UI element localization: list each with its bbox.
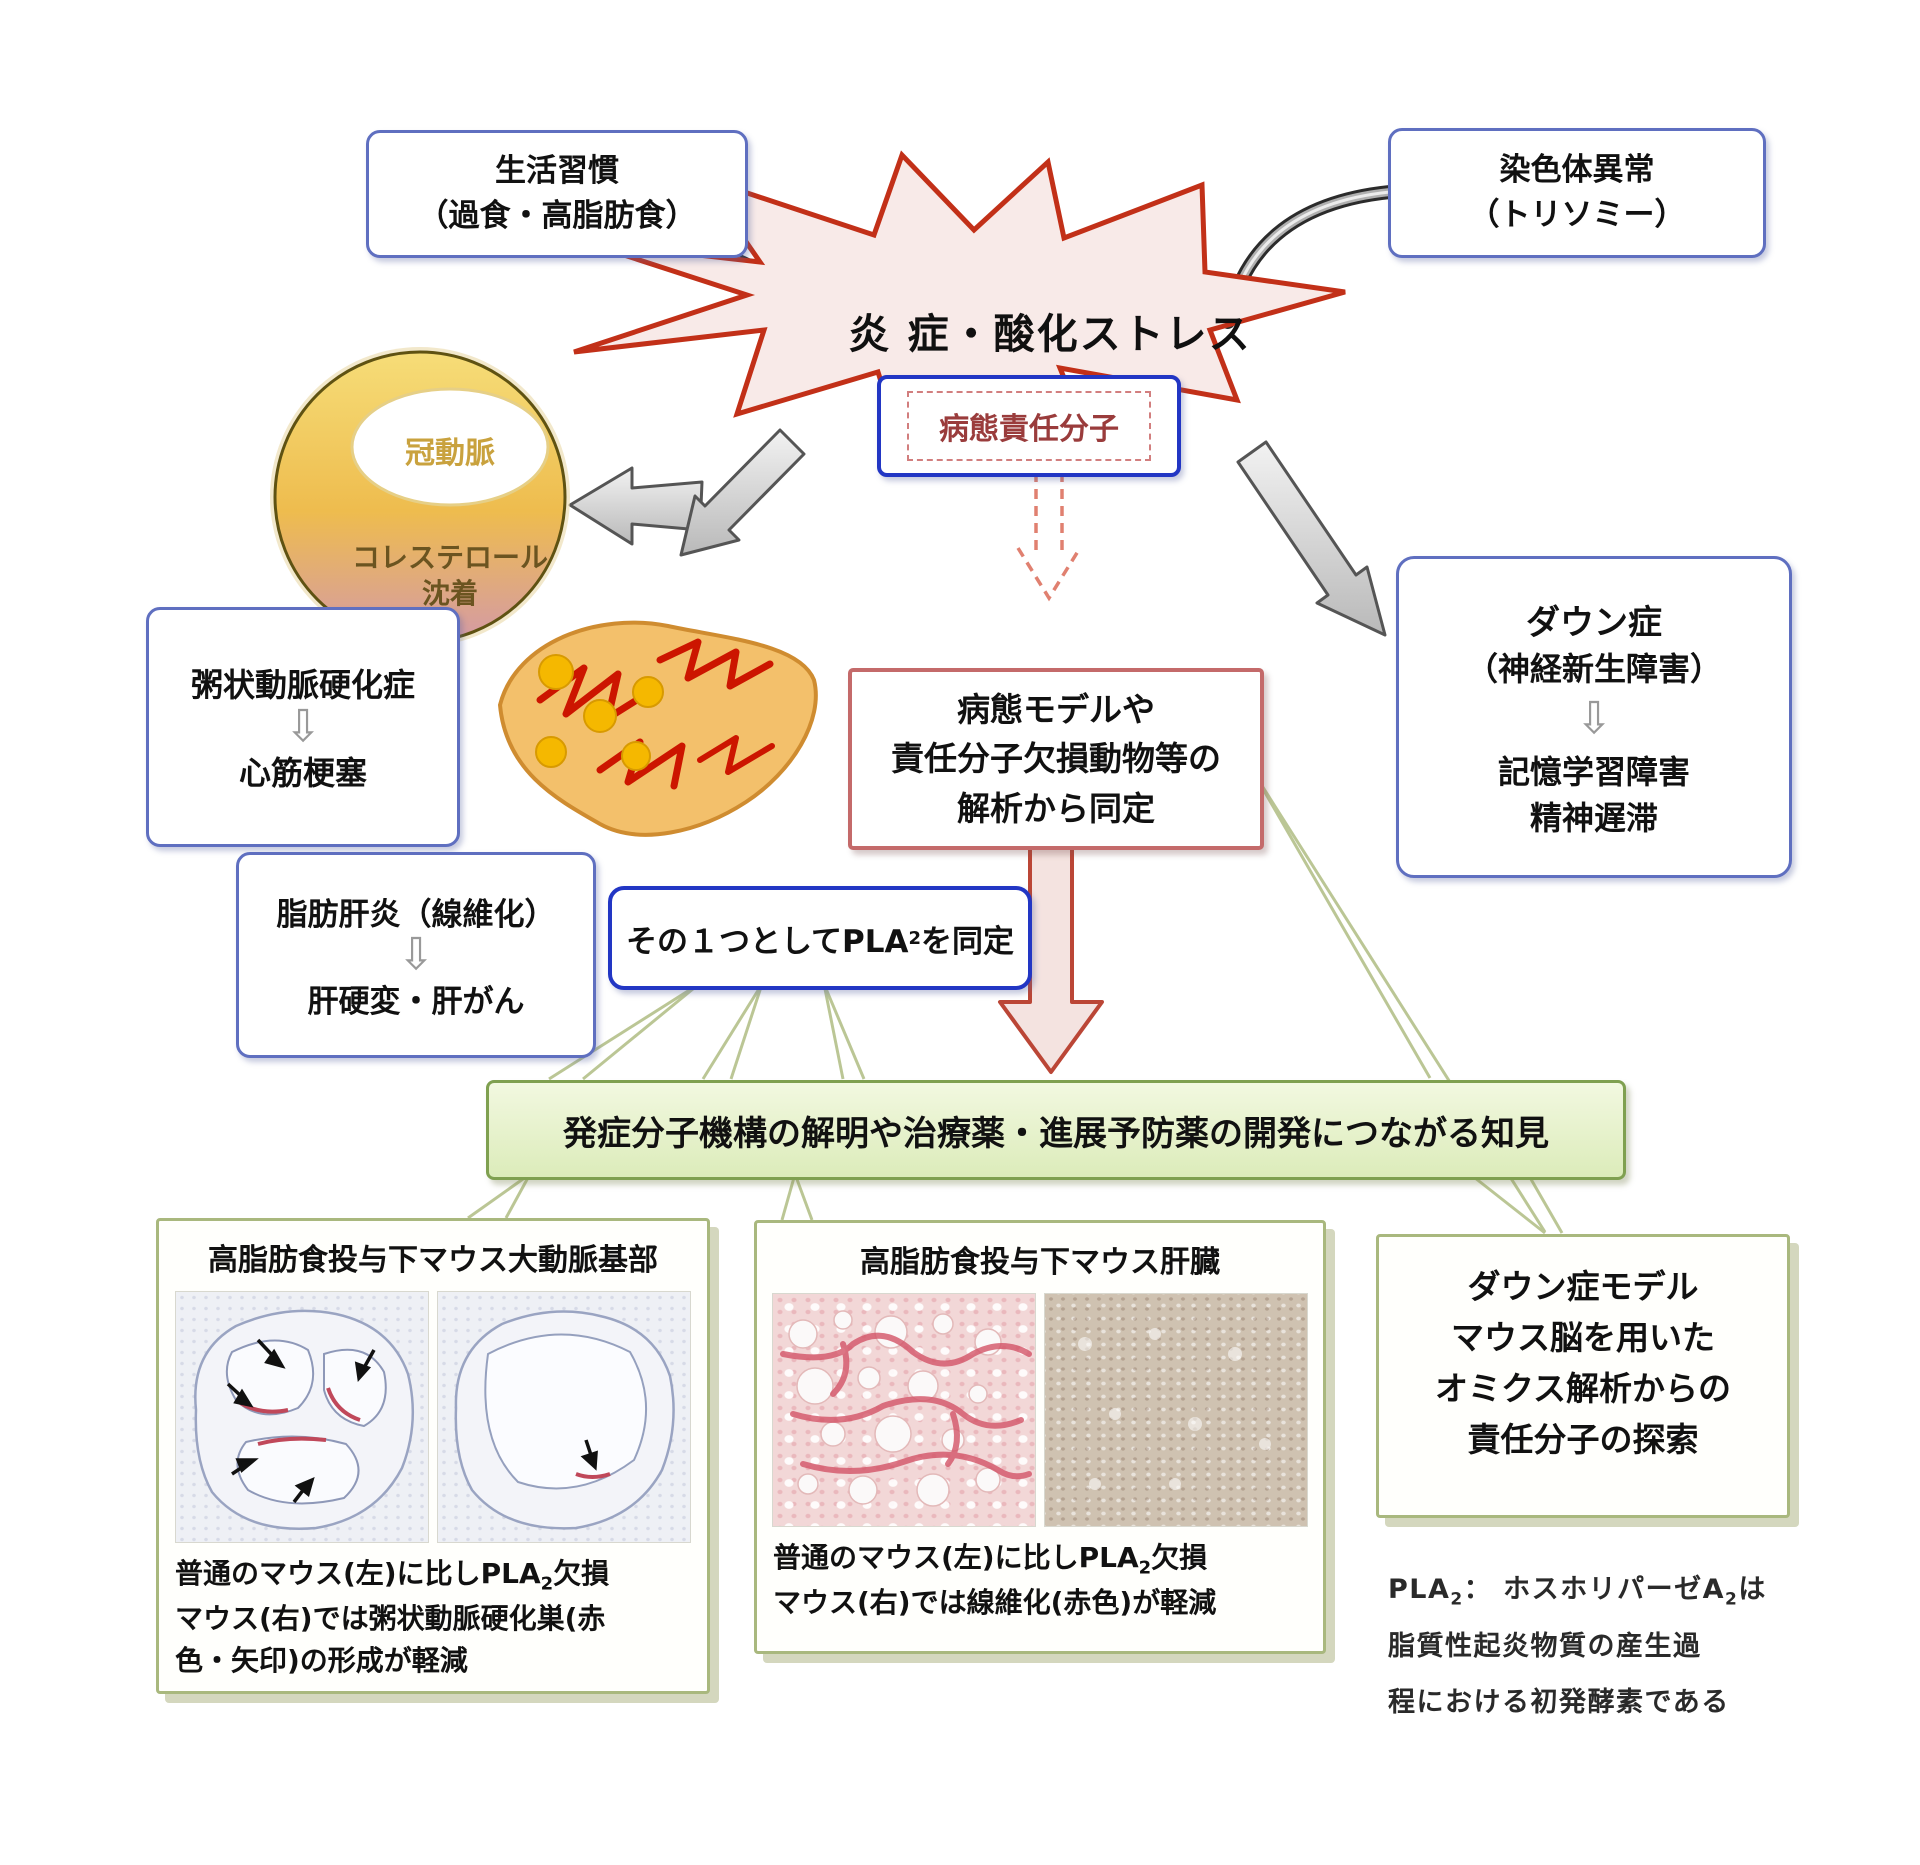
lifestyle-box: 生活習慣 （過食・高脂肪食） — [366, 130, 748, 258]
aorta-panel-title: 高脂肪食投与下マウス大動脈基部 — [208, 1243, 658, 1278]
liver-histology-knockout-image — [1044, 1293, 1308, 1527]
liver-panel-title: 高脂肪食投与下マウス肝臓 — [860, 1245, 1220, 1280]
disease-model-box: 病態モデルや 責任分子欠損動物等の 解析から同定 — [848, 668, 1264, 850]
footnote-s1: 2 — [1450, 1589, 1464, 1610]
aorta-caption: 普通のマウス(左)に比しPLA2欠損 マウス(右)では粥状動脈硬化巣(赤 色・矢… — [159, 1543, 707, 1681]
cholesterol-line2: 沈着 — [421, 577, 478, 611]
down-syndrome-box: ダウン症 （神経新生障害） ⇩ 記憶学習障害 精神遅滞 — [1396, 556, 1792, 878]
down-model-panel: ダウン症モデル マウス脳を用いた オミクス解析からの 責任分子の探索 — [1376, 1234, 1790, 1518]
steatohepatitis-label: 脂肪肝炎（線維化） — [276, 897, 556, 934]
aorta-cap3: 色・矢印)の形成が軽減 — [175, 1643, 468, 1677]
aorta-cap1-sub: 2 — [540, 1573, 554, 1595]
down-model-line2: マウス脳を用いた — [1451, 1318, 1715, 1358]
down-line1: ダウン症 — [1526, 602, 1662, 643]
atherosclerosis-box: 粥状動脈硬化症 ⇩ 心筋梗塞 — [146, 607, 460, 847]
down-arrow-icon: ⇩ — [397, 929, 435, 981]
model-line2: 責任分子欠損動物等の — [891, 739, 1221, 779]
down-arrow-icon: ⇩ — [1575, 692, 1613, 744]
footnote-p1: PLA — [1388, 1574, 1451, 1605]
down-model-text: ダウン症モデル マウス脳を用いた オミクス解析からの 責任分子の探索 — [1379, 1237, 1787, 1466]
aorta-wildtype-art — [194, 1309, 415, 1530]
liver-illustration — [497, 620, 818, 837]
liver-cap2: マウス(右)では線維化(赤色)が軽減 — [773, 1586, 1217, 1620]
liver-cap1-sub: 2 — [1138, 1557, 1152, 1579]
aorta-image-row — [159, 1291, 707, 1543]
block-arrow-to-artery-icon — [568, 466, 704, 546]
liver-cap1-pre: 普通のマウス(左)に比しPLA — [773, 1541, 1139, 1574]
cirrhosis-cancer-label: 肝硬変・肝がん — [307, 983, 525, 1020]
aorta-cap1-pre: 普通のマウス(左)に比しPLA — [175, 1557, 541, 1590]
liver-panel: 高脂肪食投与下マウス肝臓 — [754, 1220, 1326, 1654]
model-line3: 解析から同定 — [957, 788, 1155, 828]
coronary-artery-label: 冠動脈 — [405, 436, 495, 471]
aorta-histology-wildtype-image — [175, 1291, 429, 1543]
down-model-line3: オミクス解析からの — [1434, 1369, 1731, 1409]
footnote-p2: ： ホスホリパーゼA — [1463, 1574, 1726, 1605]
liver-image-row — [757, 1293, 1323, 1527]
starburst-label: 炎 症・酸化ストレス — [848, 310, 1252, 358]
findings-banner: 発症分子機構の解明や治療薬・進展予防薬の開発につながる知見 — [486, 1080, 1626, 1180]
liver-caption: 普通のマウス(左)に比しPLA2欠損 マウス(右)では線維化(赤色)が軽減 — [757, 1527, 1323, 1624]
aorta-panel: 高脂肪食投与下マウス大動脈基部 — [156, 1218, 710, 1694]
pla2-sub: 2 — [908, 927, 922, 949]
aorta-knockout-art — [454, 1310, 675, 1530]
aorta-cap2: マウス(右)では粥状動脈硬化巣(赤 — [175, 1602, 606, 1636]
myocardial-infarction-label: 心筋梗塞 — [238, 753, 367, 792]
aorta-cap1-post: 欠損 — [553, 1557, 610, 1590]
down-line2: （神経新生障害） — [1465, 649, 1722, 688]
block-arrow-to-down-icon — [1236, 440, 1387, 637]
chromosome-line2: （トリソミー） — [1468, 197, 1686, 233]
footnote-line2: 脂質性起炎物質の産生過 — [1388, 1630, 1702, 1662]
cholesterol-line1: コレステロール — [351, 541, 548, 574]
down-line3: 記憶学習障害 — [1497, 753, 1690, 792]
responsible-molecule-box: 病態責任分子 — [877, 375, 1181, 477]
chromosome-box: 染色体異常 （トリソミー） — [1388, 128, 1766, 258]
liver-cap1-post: 欠損 — [1151, 1541, 1208, 1574]
down-model-line1: ダウン症モデル — [1467, 1267, 1699, 1306]
liver-histology-wildtype-image — [772, 1293, 1036, 1527]
lifestyle-line2: （過食・高脂肪食） — [417, 198, 697, 234]
down-line4: 精神遅滞 — [1529, 799, 1658, 838]
lifestyle-line1: 生活習慣 — [495, 153, 619, 190]
model-line1: 病態モデルや — [957, 689, 1155, 729]
liver-knockout-art — [1078, 1328, 1271, 1490]
aorta-histology-knockout-image — [437, 1291, 691, 1543]
steatohepatitis-box: 脂肪肝炎（線維化） ⇩ 肝硬変・肝がん — [236, 852, 596, 1058]
findings-banner-label: 発症分子機構の解明や治療薬・進展予防薬の開発につながる知見 — [563, 1113, 1549, 1154]
pla2-post: を同定 — [921, 923, 1015, 960]
dashed-arrow-down-icon — [1016, 472, 1082, 602]
footnote-p3: は — [1738, 1574, 1767, 1605]
coronary-artery-circle — [270, 347, 570, 647]
responsible-molecule-label: 病態責任分子 — [907, 391, 1151, 461]
cholesterol-label: コレステロール 沈着 — [300, 540, 600, 613]
down-model-line4: 責任分子の探索 — [1467, 1420, 1699, 1460]
pla2-footnote: PLA2： ホスホリパーゼA2は 脂質性起炎物質の産生過 程における初発酵素であ… — [1388, 1562, 1818, 1732]
pla2-pre: その１つとしてPLA — [625, 923, 909, 960]
liver-wildtype-art — [780, 1310, 1032, 1507]
atherosclerosis-label: 粥状動脈硬化症 — [190, 666, 415, 705]
chromosome-line1: 染色体異常 — [1499, 152, 1655, 189]
block-arrow-to-liver-icon — [679, 428, 806, 557]
down-arrow-icon: ⇩ — [284, 701, 322, 753]
red-hollow-arrow-icon — [998, 843, 1104, 1074]
footnote-line3: 程における初発酵素である — [1388, 1687, 1730, 1719]
footnote-s2: 2 — [1725, 1589, 1739, 1610]
